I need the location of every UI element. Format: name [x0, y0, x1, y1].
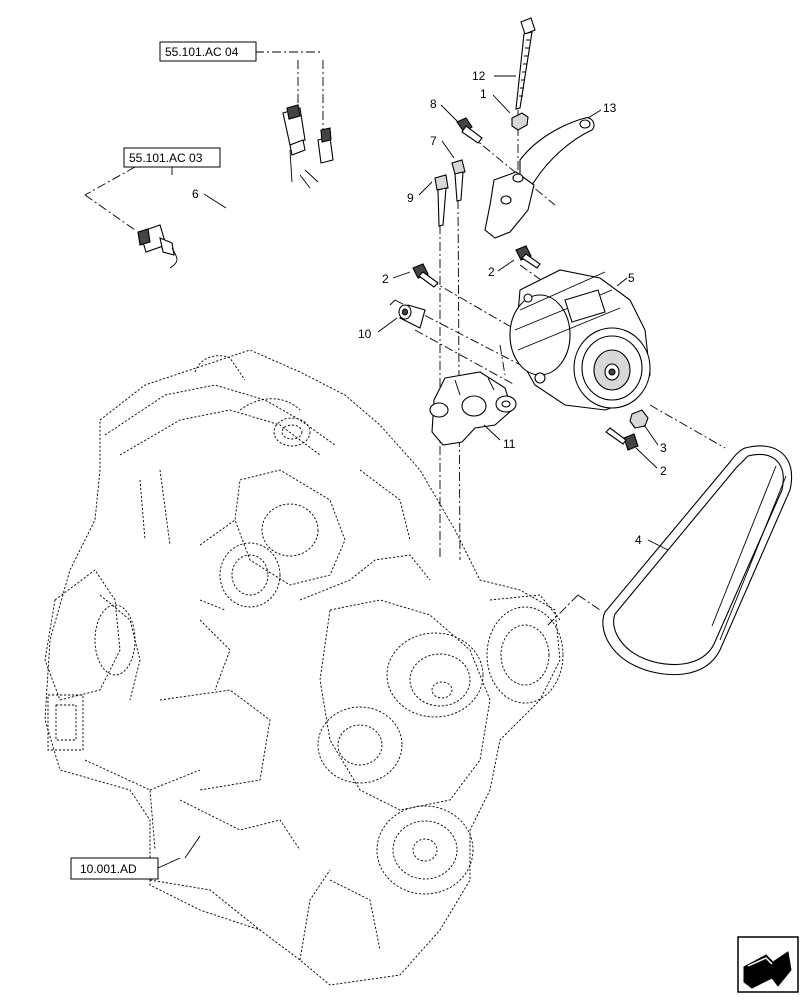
- engine-assembly: [44, 349, 564, 986]
- assembly-centerlines: [84, 51, 726, 626]
- callout-2-upper: 2: [382, 272, 389, 286]
- callout-10: 10: [358, 327, 372, 341]
- ref-engine-label: 10.001.AD: [80, 862, 137, 876]
- callout-2-bracket: 2: [488, 265, 495, 279]
- callout-4: 4: [635, 533, 642, 547]
- connector-upper-right: [317, 127, 334, 164]
- callout-11: 11: [503, 437, 516, 451]
- ref-ac03-label: 55.101.AC 03: [129, 151, 203, 165]
- ac-compressor-5: [509, 269, 651, 411]
- callout-2-lower: 2: [660, 464, 667, 478]
- callout-numbers: 12 1 13 8 7 9 2 2 5 10 11 3 2 4 6: [192, 69, 667, 547]
- ref-ac04-label: 55.101.AC 04: [165, 45, 239, 59]
- bolt-2-upper: [412, 263, 439, 288]
- callout-9: 9: [407, 191, 414, 205]
- bracket-11: [429, 371, 517, 446]
- callout-leaders: [184, 75, 669, 859]
- callout-1: 1: [480, 87, 487, 101]
- bolt-9: [434, 174, 449, 227]
- spacer-10: [398, 304, 426, 329]
- connector-left: [137, 224, 175, 256]
- ref-ac03[interactable]: 55.101.AC 03: [123, 147, 221, 168]
- bolt-2-lower: [605, 427, 639, 451]
- nut-1: [511, 112, 529, 131]
- callout-3: 3: [660, 441, 667, 455]
- bolt-7: [451, 159, 466, 202]
- long-bolt-12: [515, 17, 536, 110]
- wire-harness: [137, 104, 334, 274]
- callout-6: 6: [192, 187, 199, 201]
- bolt-2-bracket: [515, 245, 541, 269]
- callout-7: 7: [430, 134, 437, 148]
- callout-12: 12: [472, 69, 486, 83]
- callout-5: 5: [628, 271, 635, 285]
- nut-3: [629, 409, 649, 429]
- ref-engine[interactable]: 10.001.AD: [70, 857, 159, 880]
- next-page-arrow-icon[interactable]: [737, 936, 799, 993]
- connector-upper: [282, 104, 306, 156]
- callout-13: 13: [603, 101, 617, 115]
- bracket-13: [484, 117, 595, 239]
- ref-ac04[interactable]: 55.101.AC 04: [159, 41, 257, 62]
- callout-8: 8: [430, 97, 437, 111]
- drive-belt-4: [602, 445, 793, 676]
- bolt-8: [456, 117, 483, 144]
